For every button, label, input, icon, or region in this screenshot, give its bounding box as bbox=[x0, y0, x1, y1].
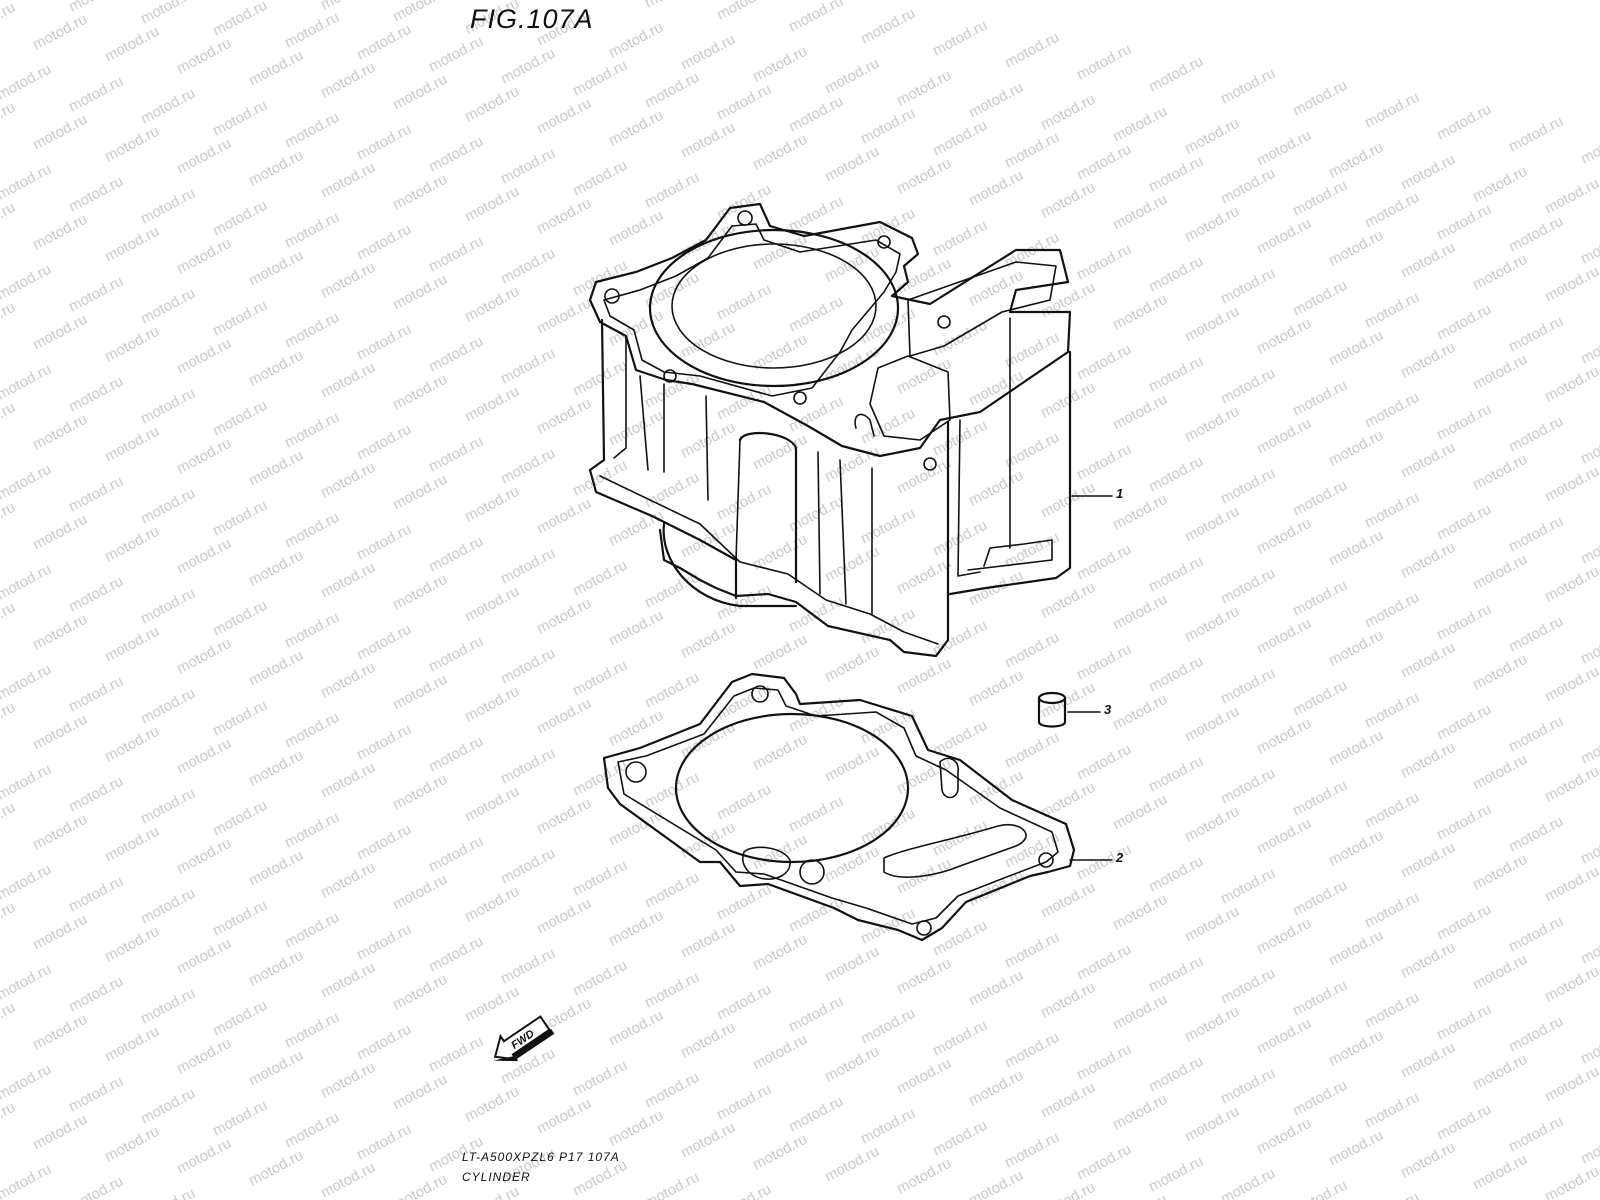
gasket-part[interactable] bbox=[602, 672, 1076, 942]
figure-title: FIG.107A bbox=[470, 4, 594, 34]
callout-3[interactable]: 3 bbox=[1104, 702, 1112, 717]
callout-1[interactable]: 1 bbox=[1116, 486, 1124, 501]
callout-2[interactable]: 2 bbox=[1116, 850, 1124, 865]
model-code-label: LT-A500XPZL6 P17 107A bbox=[462, 1150, 620, 1164]
section-name-label: CYLINDER bbox=[462, 1170, 531, 1184]
dowel-pin-part[interactable] bbox=[1037, 691, 1067, 728]
forward-direction-icon: FWD bbox=[492, 1015, 555, 1062]
cylinder-part[interactable] bbox=[588, 202, 1072, 658]
